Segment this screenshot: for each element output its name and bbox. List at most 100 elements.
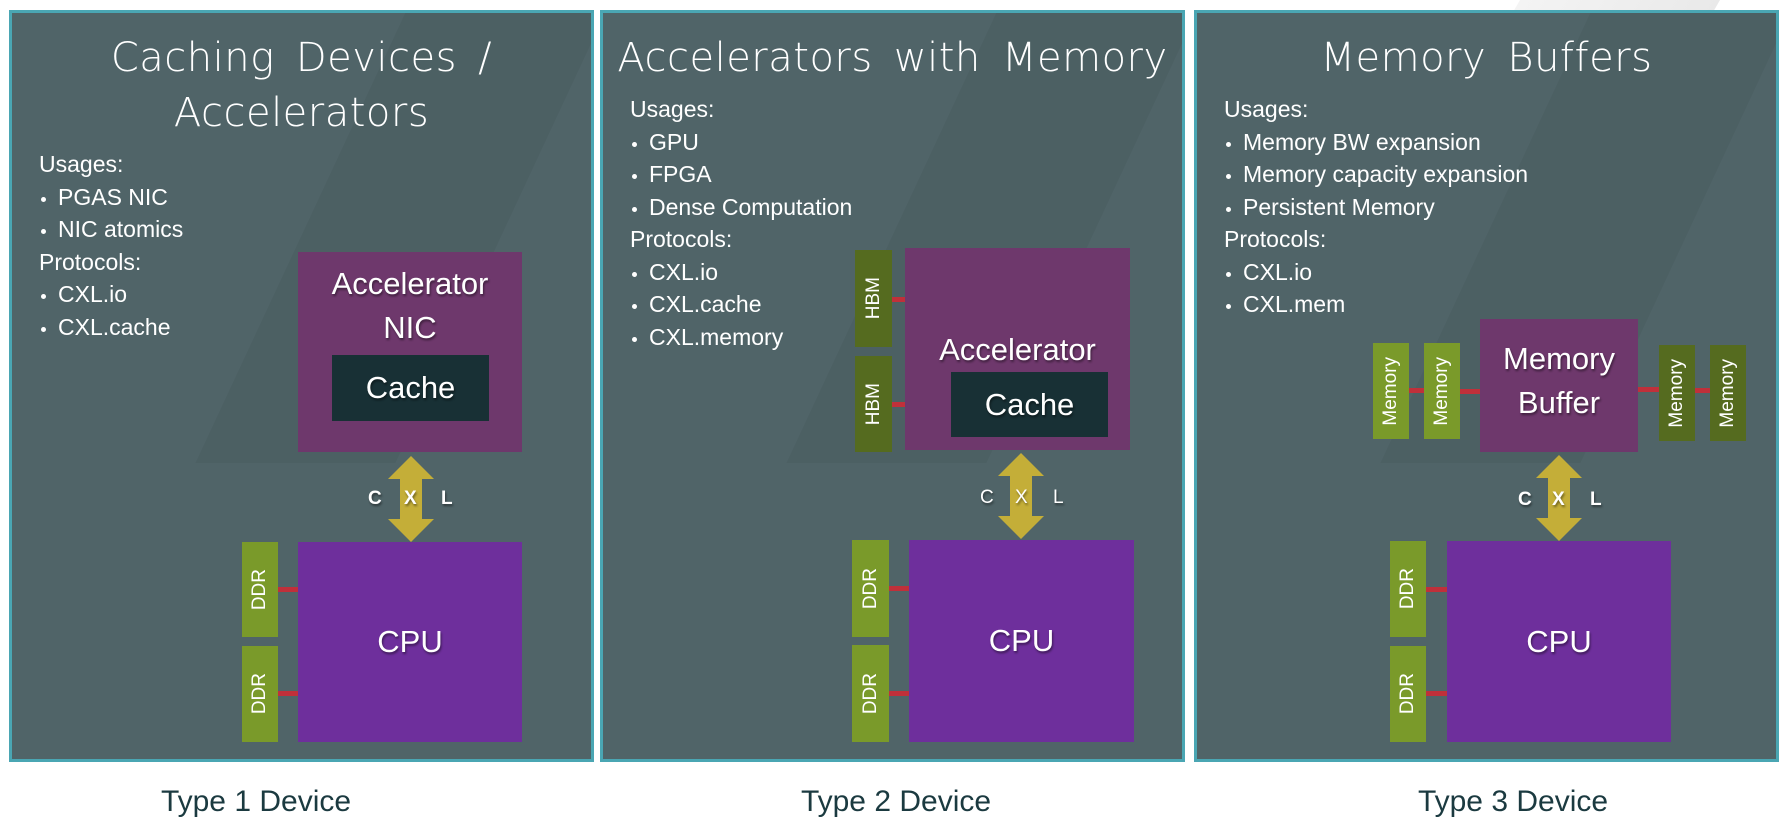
- ddr-label: DDR: [859, 672, 881, 715]
- usage-item: NIC atomics: [39, 213, 183, 246]
- protocols-header: Protocols:: [39, 248, 142, 275]
- protocol-item: CXL.cache: [39, 311, 183, 344]
- cxl-letter: L: [1053, 487, 1064, 508]
- title-line: Caching Devices /: [110, 35, 493, 81]
- protocol-item: CXL.memory: [630, 321, 852, 354]
- memory-module: Memory: [1710, 345, 1746, 441]
- block-label: Accelerator: [331, 266, 489, 301]
- memory-link: [1426, 691, 1447, 696]
- hbm-module: HBM: [855, 356, 892, 452]
- title-line: Accelerators with Memory: [617, 35, 1168, 81]
- protocol-item: CXL.io: [1224, 256, 1528, 289]
- panel-title: Caching Devices / Accelerators: [12, 31, 591, 141]
- usages-list: PGAS NIC NIC atomics: [39, 181, 183, 246]
- panel-title: Accelerators with Memory: [603, 31, 1182, 86]
- cxl-bidirectional-arrow: [988, 453, 1054, 539]
- usage-item: Memory capacity expansion: [1224, 158, 1528, 191]
- memory-link: [1409, 388, 1424, 393]
- cxl-bidirectional-arrow: [1526, 455, 1592, 541]
- ddr-module: DDR: [852, 645, 889, 742]
- cache-block: Cache: [332, 355, 489, 421]
- hbm-label: HBM: [862, 382, 884, 426]
- usage-item: Memory BW expansion: [1224, 126, 1528, 159]
- ddr-module: DDR: [1390, 541, 1426, 637]
- ddr-module: DDR: [852, 540, 889, 637]
- ddr-module: DDR: [242, 646, 278, 742]
- protocols-header: Protocols:: [1224, 226, 1327, 252]
- block-label: NIC: [383, 310, 437, 345]
- cxl-letter: L: [441, 488, 453, 509]
- ddr-module: DDR: [242, 542, 278, 637]
- block-label: Accelerator: [939, 332, 1096, 367]
- memory-link: [278, 691, 298, 696]
- memory-link: [1426, 587, 1447, 592]
- cxl-letter: X: [404, 488, 417, 509]
- protocols-list: CXL.io CXL.mem: [1224, 256, 1528, 321]
- memory-module: Memory: [1424, 343, 1460, 439]
- memory-link: [278, 587, 298, 592]
- cache-block: Cache: [951, 372, 1108, 437]
- usage-item: Dense Computation: [630, 191, 852, 224]
- usages-protocols-list: Usages: PGAS NIC NIC atomics Protocols: …: [39, 148, 183, 343]
- usage-item: PGAS NIC: [39, 181, 183, 214]
- memory-link: [1638, 387, 1659, 392]
- cache-label: Cache: [365, 370, 456, 405]
- protocol-item: CXL.mem: [1224, 288, 1528, 321]
- ddr-label: DDR: [249, 568, 270, 611]
- hbm-label: HBM: [862, 277, 884, 320]
- usages-list: GPU FPGA Dense Computation: [630, 126, 852, 224]
- protocol-item: CXL.io: [39, 278, 183, 311]
- usage-item: Persistent Memory: [1224, 191, 1528, 224]
- double-arrow-icon: [1536, 455, 1582, 541]
- protocols-list: CXL.io CXL.cache: [39, 278, 183, 343]
- ddr-label: DDR: [249, 673, 270, 715]
- usages-header: Usages:: [1224, 96, 1309, 122]
- ddr-label: DDR: [1397, 568, 1418, 610]
- usages-header: Usages:: [39, 151, 124, 177]
- usages-header: Usages:: [630, 96, 715, 122]
- hbm-module: HBM: [855, 250, 892, 347]
- memory-label: Memory: [1717, 358, 1738, 428]
- cxl-letter: X: [1015, 487, 1028, 508]
- cxl-letter: L: [1590, 489, 1602, 510]
- memory-link: [889, 586, 909, 591]
- memory-label: Memory: [1666, 358, 1687, 428]
- cxl-letter: C: [980, 487, 994, 508]
- protocol-item: CXL.cache: [630, 288, 852, 321]
- memory-link: [1695, 388, 1710, 393]
- memory-module: Memory: [1373, 343, 1409, 439]
- cache-label: Cache: [984, 386, 1075, 422]
- memory-buffer-block: Memory Buffer: [1480, 319, 1638, 452]
- double-arrow-icon: [998, 453, 1044, 539]
- cxl-bidirectional-arrow: [378, 456, 444, 542]
- usage-item: FPGA: [630, 158, 852, 191]
- cpu-label: CPU: [377, 624, 443, 659]
- block-label: Memory: [1503, 341, 1615, 376]
- usages-protocols-list: Usages: Memory BW expansion Memory capac…: [1224, 93, 1528, 321]
- usage-item: GPU: [630, 126, 852, 159]
- title-line: Accelerators: [173, 90, 430, 136]
- protocols-header: Protocols:: [630, 226, 733, 252]
- ddr-module: DDR: [1390, 646, 1426, 742]
- device-type-label: Type 1 Device: [160, 785, 352, 818]
- cpu-block: CPU: [298, 542, 522, 742]
- title-line: Memory Buffers: [1320, 35, 1653, 81]
- accelerator-nic-block: Accelerator NIC: [298, 252, 522, 452]
- block-label: Buffer: [1517, 385, 1601, 420]
- memory-label: Memory: [1431, 356, 1452, 426]
- cpu-block: CPU: [1447, 541, 1671, 742]
- memory-link: [1460, 389, 1480, 394]
- panel-title: Memory Buffers: [1197, 31, 1776, 86]
- protocol-item: CXL.io: [630, 256, 852, 289]
- cpu-label: CPU: [988, 623, 1055, 658]
- cxl-letter: X: [1552, 489, 1565, 510]
- ddr-label: DDR: [1397, 673, 1418, 715]
- cpu-label: CPU: [1526, 623, 1592, 659]
- memory-link: [892, 297, 905, 302]
- cxl-letter: C: [368, 488, 382, 509]
- double-arrow-icon: [388, 456, 434, 542]
- cpu-block: CPU: [909, 540, 1134, 742]
- cxl-letter: C: [1518, 489, 1532, 510]
- ddr-label: DDR: [859, 567, 881, 610]
- memory-link: [889, 691, 909, 696]
